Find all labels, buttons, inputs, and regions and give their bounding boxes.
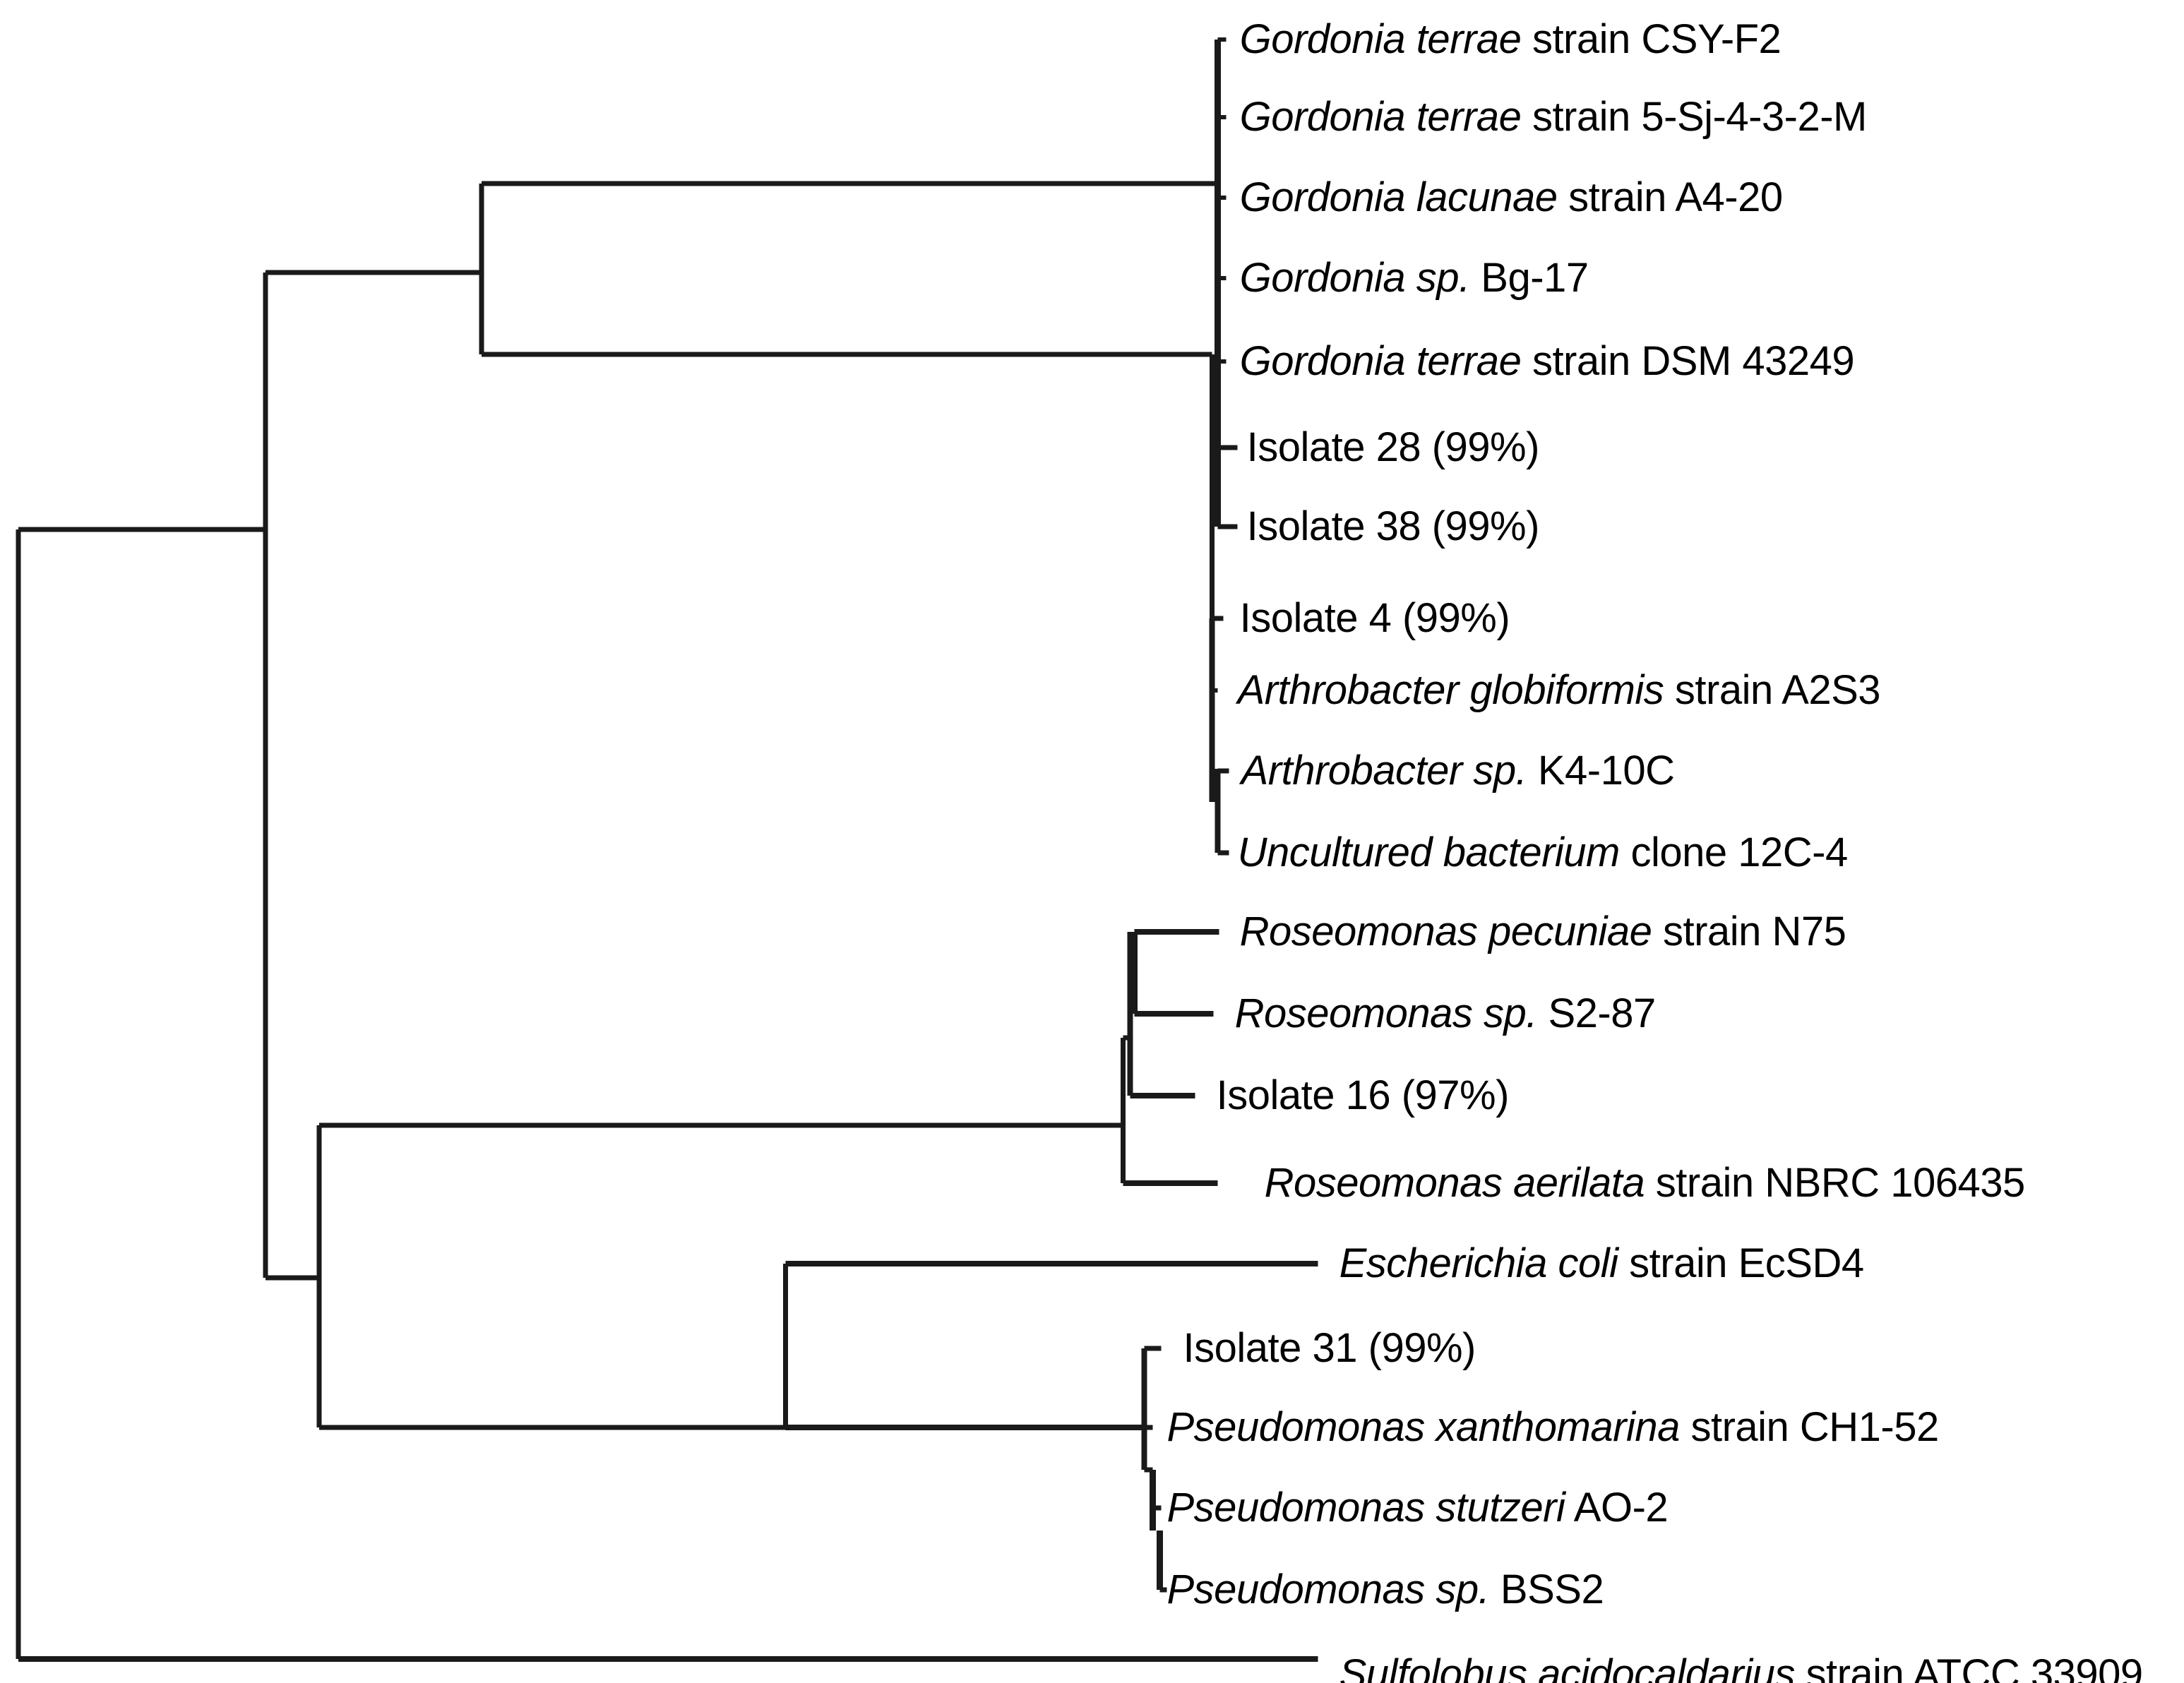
taxon-label: Pseudomonas stutzeri AO-2 (1167, 1487, 1669, 1528)
taxon-strain-text: strain DSM 43249 (1521, 338, 1855, 384)
taxon-strain-text: Bg-17 (1469, 255, 1589, 301)
taxon-strain-text: strain A2S3 (1664, 667, 1881, 713)
taxon-label: Gordonia terrae strain DSM 43249 (1240, 341, 1855, 382)
taxon-label: Gordonia terrae strain 5-Sj-4-3-2-M (1239, 94, 1868, 140)
taxon-scientific-name: Escherichia coli (1339, 1240, 1618, 1286)
taxon-scientific-name: Gordonia terrae (1239, 16, 1522, 62)
taxon-scientific-name: Sulfolobus acidocaldarius (1339, 1651, 1796, 1683)
taxon-label: Sulfolobus acidocaldarius strain ATCC 33… (1339, 1651, 2144, 1683)
taxon-label: Gordonia sp. Bg-17 (1240, 258, 1589, 299)
taxon-scientific-name: Pseudomonas sp. (1166, 1567, 1490, 1612)
taxon-label: Pseudomonas sp. BSS2 (1167, 1569, 1604, 1610)
taxon-scientific-name: Gordonia sp. (1239, 255, 1471, 301)
taxon-strain-text: Isolate 28 (99%) (1246, 424, 1540, 470)
taxon-strain-text: strain CH1-52 (1679, 1404, 1939, 1450)
taxon-scientific-name: Arthrobacter globiformis (1237, 667, 1664, 713)
taxon-label: Isolate 4 (99%) (1240, 598, 1510, 639)
taxon-label: Arthrobacter sp. K4-10C (1241, 750, 1675, 791)
taxon-label: Roseomonas aerilata strain NBRC 106435 (1264, 1160, 2026, 1206)
taxon-label: Uncultured bacterium clone 12C-4 (1237, 829, 1849, 875)
taxon-label: Roseomonas pecuniae strain N75 (1240, 911, 1846, 952)
taxon-label: Gordonia terrae strain CSY-F2 (1240, 19, 1782, 60)
taxon-strain-text: Isolate 16 (97%) (1216, 1072, 1510, 1118)
taxon-strain-text: AO-2 (1565, 1485, 1669, 1531)
taxon-scientific-name: Gordonia terrae (1239, 94, 1522, 140)
taxon-scientific-name: Roseomonas sp. (1234, 990, 1538, 1036)
taxon-scientific-name: Pseudomonas stutzeri (1166, 1485, 1565, 1531)
taxon-label: Arthrobacter globiformis strain A2S3 (1237, 667, 1881, 713)
taxon-label: Isolate 28 (99%) (1246, 424, 1540, 470)
taxon-strain-text: strain ATCC 33909 (1794, 1651, 2143, 1683)
taxon-label: Isolate 16 (97%) (1216, 1072, 1510, 1118)
taxon-strain-text: strain N75 (1652, 909, 1846, 954)
taxon-label: Roseomonas sp. S2-87 (1234, 990, 1657, 1036)
taxon-scientific-name: Roseomonas pecuniae (1239, 909, 1652, 954)
taxon-strain-text: Isolate 31 (99%) (1183, 1325, 1476, 1371)
taxon-strain-text: BSS2 (1489, 1567, 1604, 1612)
taxon-label: Pseudomonas xanthomarina strain CH1-52 (1166, 1404, 1940, 1450)
taxon-strain-text: clone 12C-4 (1619, 829, 1848, 875)
taxon-strain-text: strain EcSD4 (1618, 1240, 1864, 1286)
taxon-strain-text: K4-10C (1527, 748, 1675, 793)
taxon-strain-text: Isolate 4 (99%) (1239, 595, 1510, 641)
taxon-scientific-name: Uncultured bacterium (1237, 829, 1621, 875)
taxon-strain-text: strain NBRC 106435 (1645, 1160, 2025, 1206)
taxon-strain-text: strain CSY-F2 (1521, 16, 1782, 62)
taxon-label: Escherichia coli strain EcSD4 (1339, 1240, 1865, 1286)
taxon-scientific-name: Roseomonas aerilata (1264, 1160, 1645, 1206)
taxon-label: Isolate 31 (99%) (1183, 1328, 1476, 1369)
taxon-strain-text: Isolate 38 (99%) (1246, 503, 1540, 549)
taxon-label: Gordonia lacunae strain A4-20 (1239, 174, 1784, 220)
taxon-strain-text: strain A4-20 (1557, 174, 1783, 220)
taxon-strain-text: strain 5-Sj-4-3-2-M (1521, 94, 1867, 140)
taxon-scientific-name: Gordonia lacunae (1239, 174, 1558, 220)
taxon-label: Isolate 38 (99%) (1246, 503, 1540, 549)
taxon-scientific-name: Pseudomonas xanthomarina (1166, 1404, 1681, 1450)
taxon-scientific-name: Arthrobacter sp. (1241, 748, 1527, 793)
taxon-strain-text: S2-87 (1536, 990, 1656, 1036)
taxon-scientific-name: Gordonia terrae (1239, 338, 1522, 384)
